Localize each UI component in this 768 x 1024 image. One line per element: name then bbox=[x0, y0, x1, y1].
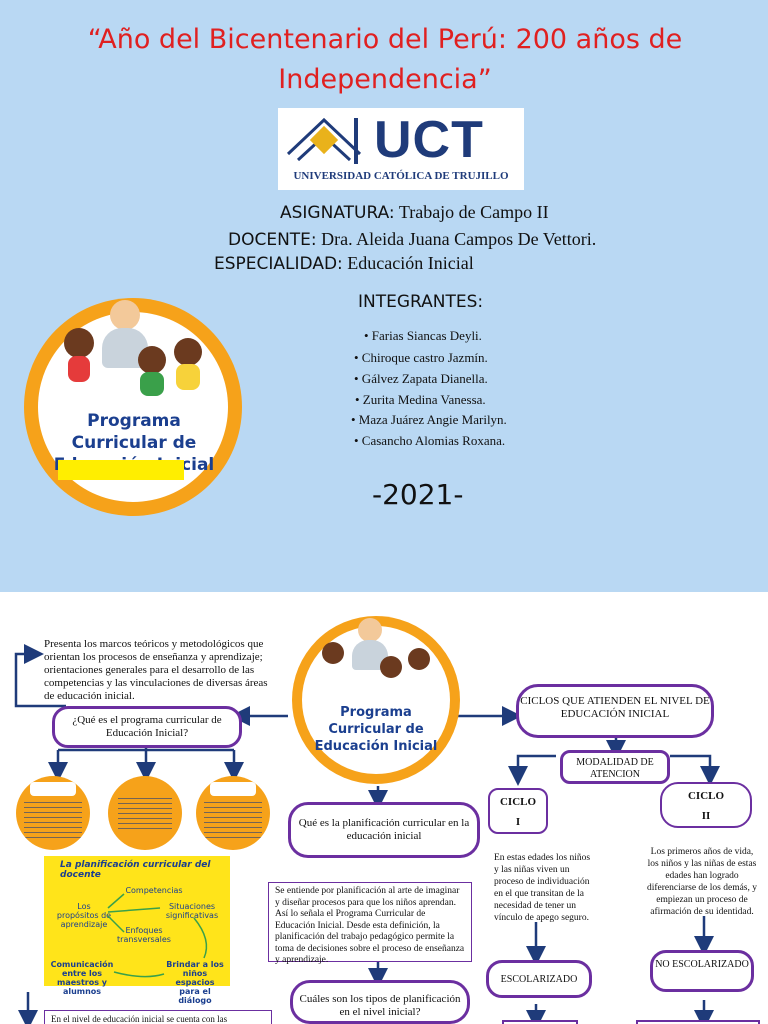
child-body-icon bbox=[68, 356, 90, 382]
ciclo1-label: CICLO bbox=[499, 796, 537, 808]
connector-lines bbox=[14, 644, 720, 1024]
member-item: • Gálvez Zapata Dianella. bbox=[354, 371, 488, 386]
child-icon bbox=[138, 346, 166, 374]
ciclo2-description: Los primeros años de vida, los niños y l… bbox=[647, 847, 757, 917]
planificacion-question-text: Qué es la planificación curricular en la… bbox=[298, 817, 470, 842]
child-body-icon bbox=[140, 372, 164, 396]
panel-title: La planificación curricular del docente bbox=[60, 860, 211, 880]
asignatura-label: ASIGNATURA: bbox=[280, 203, 395, 223]
program-emblem: Programa Curricular de Educación Inicial bbox=[24, 298, 242, 516]
member-item: • Zurita Medina Vanessa. bbox=[355, 392, 486, 407]
ciclos-title: CICLOS QUE ATIENDEN EL NIVEL DE EDUCACIÓ… bbox=[520, 695, 710, 720]
child-icon bbox=[322, 642, 344, 664]
illustration-caption bbox=[24, 802, 82, 842]
docente-value: Dra. Aleida Juana Campos De Vettori. bbox=[321, 229, 597, 249]
especialidad-label: ESPECIALIDAD: bbox=[214, 254, 343, 274]
panel-enfoques: Enfoques transversales bbox=[117, 926, 171, 944]
asignatura-line: ASIGNATURA: Trabajo de Campo II bbox=[280, 202, 549, 223]
docente-label: DOCENTE: bbox=[228, 230, 317, 250]
planificacion-definition: Se entiende por planificación al arte de… bbox=[268, 882, 472, 965]
docente-line: DOCENTE: Dra. Aleida Juana Campos De Vet… bbox=[228, 229, 596, 250]
emblem-highlight bbox=[58, 460, 184, 480]
uct-emblem-icon bbox=[286, 117, 362, 164]
child-body-icon bbox=[176, 364, 200, 390]
illustration-caption bbox=[118, 798, 172, 832]
escolarizado-node: ESCOLARIZADO bbox=[486, 960, 592, 998]
panel-brindar: Brindar a los niños espacios para el diá… bbox=[166, 960, 224, 1005]
tipos-question-text: Cuáles son los tipos de planificación en… bbox=[299, 993, 461, 1018]
illustration-caption bbox=[204, 802, 262, 842]
child-icon bbox=[64, 328, 94, 358]
asignatura-value: Trabajo de Campo II bbox=[398, 202, 549, 222]
teacher-head-icon bbox=[358, 618, 382, 642]
illustration-circle bbox=[16, 776, 90, 850]
ciclo2-node: CICLO II bbox=[660, 782, 752, 828]
cover-title: “Año del Bicentenario del Perú: 200 años… bbox=[87, 24, 683, 95]
ciclo2-label: CICLO bbox=[687, 790, 725, 802]
panel-comunicacion: Comunicación entre los maestros y alumno… bbox=[50, 960, 114, 996]
child-icon bbox=[174, 338, 202, 366]
bottom-description: En el nivel de educación inicial se cuen… bbox=[44, 1010, 272, 1024]
especialidad-value: Educación Inicial bbox=[347, 253, 474, 273]
panel-situaciones: Situaciones significativas bbox=[165, 902, 219, 920]
program-description: Presenta los marcos teóricos y metodológ… bbox=[44, 638, 268, 702]
emblem-label: Programa Curricular de Educación Inicial bbox=[314, 705, 438, 754]
illustration-circle bbox=[108, 776, 182, 850]
planificacion-question-node: Qué es la planificación curricular en la… bbox=[288, 802, 480, 858]
modalidad-text: MODALIDAD DE ATENCION bbox=[576, 757, 654, 780]
no-escolarizado-child-box bbox=[636, 1020, 760, 1024]
especialidad-line: ESPECIALIDAD: Educación Inicial bbox=[214, 253, 474, 274]
member-item: • Maza Juárez Angie Marilyn. bbox=[351, 412, 507, 427]
panel-competencias: Competencias bbox=[125, 886, 183, 895]
ciclo2-roman: II bbox=[701, 810, 711, 822]
integrantes-heading: INTEGRANTES: bbox=[358, 292, 484, 312]
panel-propositos: Los propósitos de aprendizaje bbox=[56, 902, 112, 929]
tipos-question-node: Cuáles son los tipos de planificación en… bbox=[290, 980, 470, 1024]
member-item: • Farias Siancas Deyli. bbox=[364, 328, 482, 343]
uct-logo: UCT UNIVERSIDAD CATÓLICA DE TRUJILLO bbox=[278, 108, 524, 190]
modalidad-node: MODALIDAD DE ATENCION bbox=[560, 750, 670, 784]
member-item: • Chiroque castro Jazmín. bbox=[354, 350, 488, 365]
logo-subtitle: UNIVERSIDAD CATÓLICA DE TRUJILLO bbox=[293, 170, 509, 182]
planificacion-docente-panel: La planificación curricular del docente … bbox=[44, 856, 230, 1005]
ciclos-node: CICLOS QUE ATIENDEN EL NIVEL DE EDUCACIÓ… bbox=[516, 684, 714, 738]
year: -2021- bbox=[372, 478, 464, 511]
no-escolarizado-node: NO ESCOLARIZADO bbox=[650, 950, 754, 992]
logo-word: UCT bbox=[374, 111, 484, 169]
escolarizado-child-box bbox=[502, 1020, 578, 1024]
children-illustration-icon bbox=[210, 782, 256, 796]
page-gap bbox=[0, 592, 768, 616]
cover-page: “Año del Bicentenario del Perú: 200 años… bbox=[0, 0, 768, 592]
child-icon bbox=[408, 648, 430, 670]
concept-map-page: Presenta los marcos teóricos y metodológ… bbox=[0, 616, 768, 1024]
ciclo1-node: CICLO I bbox=[488, 788, 548, 834]
question-program-node: ¿Qué es el programa curricular de Educac… bbox=[52, 706, 242, 748]
member-item: • Casancho Alomias Roxana. bbox=[354, 433, 506, 448]
panel-arrows bbox=[107, 893, 208, 978]
ciclo1-roman: I bbox=[515, 816, 521, 828]
ciclo1-description: En estas edades los niños y las niñas vi… bbox=[494, 853, 591, 923]
teacher-head-icon bbox=[110, 300, 140, 330]
question-program-text: ¿Qué es el programa curricular de Educac… bbox=[72, 714, 222, 739]
children-illustration-icon bbox=[30, 782, 76, 796]
no-escolarizado-text: NO ESCOLARIZADO bbox=[655, 959, 749, 970]
map-program-emblem: Programa Curricular de Educación Inicial bbox=[292, 616, 460, 784]
escolarizado-text: ESCOLARIZADO bbox=[500, 974, 578, 985]
child-icon bbox=[380, 656, 402, 678]
illustration-circle bbox=[196, 776, 270, 850]
